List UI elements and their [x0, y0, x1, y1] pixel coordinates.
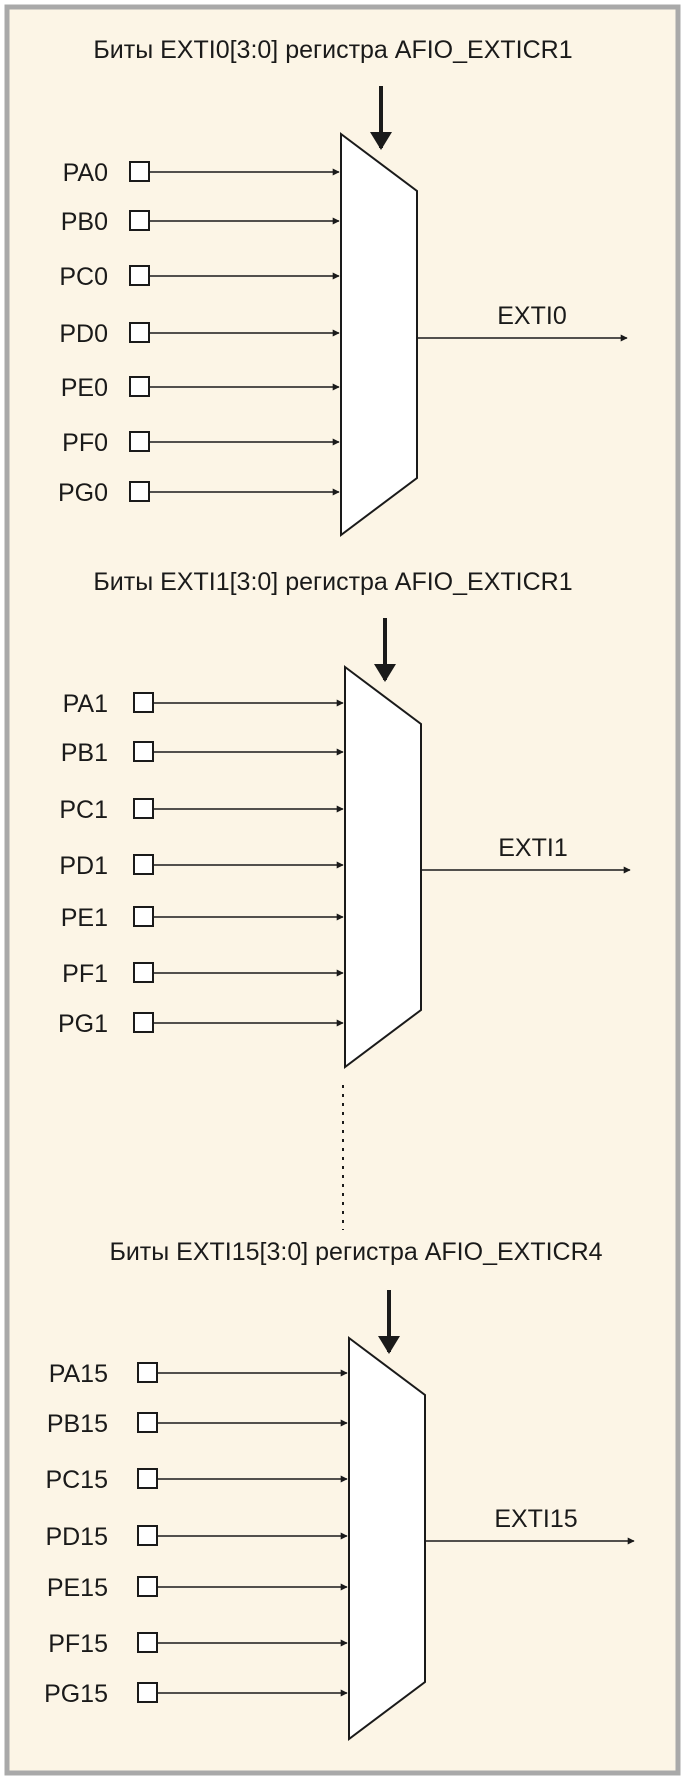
pin-square — [129, 161, 150, 182]
multiplexer — [344, 665, 422, 1069]
pin-square — [129, 481, 150, 502]
input-pb15: PB15 — [47, 1410, 348, 1438]
input-pa1: PA1 — [63, 690, 344, 718]
input-pg1: PG1 — [58, 1010, 344, 1038]
input-pb0: PB0 — [61, 208, 340, 236]
output-label: EXTI15 — [494, 1505, 577, 1533]
pin-square — [137, 1468, 158, 1489]
pin-label: PE0 — [61, 374, 108, 402]
input-pd0: PD0 — [59, 320, 340, 348]
pin-square — [133, 906, 154, 927]
pin-square — [133, 741, 154, 762]
pin-label: PF1 — [62, 960, 108, 988]
pin-label: PA1 — [63, 690, 108, 718]
select-arrowhead — [378, 1336, 400, 1354]
pin-square — [129, 431, 150, 452]
input-pe1: PE1 — [61, 904, 344, 932]
block-title: Биты EXTI0[3:0] регистра AFIO_EXTICR1 — [93, 36, 572, 64]
input-pc1: PC1 — [59, 796, 344, 824]
block-title: Биты EXTI1[3:0] регистра AFIO_EXTICR1 — [93, 568, 572, 596]
input-pc0: PC0 — [59, 263, 340, 291]
pin-label: PA15 — [49, 1360, 108, 1388]
multiplexer — [348, 1336, 426, 1741]
pin-label: PF0 — [62, 429, 108, 457]
pin-square — [129, 322, 150, 343]
pin-label: PF15 — [48, 1630, 108, 1658]
input-pf1: PF1 — [62, 960, 344, 988]
input-pd15: PD15 — [45, 1523, 348, 1551]
pin-label: PE1 — [61, 904, 108, 932]
pin-label: PE15 — [47, 1574, 108, 1602]
pin-square — [129, 210, 150, 231]
input-pb1: PB1 — [61, 739, 344, 767]
pin-square — [129, 265, 150, 286]
pin-label: PC0 — [59, 263, 108, 291]
pin-square — [133, 798, 154, 819]
input-pe15: PE15 — [47, 1574, 348, 1602]
pin-label: PD1 — [59, 852, 108, 880]
pin-label: PG15 — [44, 1680, 108, 1708]
select-arrowhead — [374, 664, 396, 682]
pin-square — [137, 1682, 158, 1703]
pin-label: PD15 — [45, 1523, 108, 1551]
mux-block-2: Биты EXTI15[3:0] регистра AFIO_EXTICR4PA… — [44, 1238, 635, 1741]
pin-square — [137, 1576, 158, 1597]
pin-label: PG1 — [58, 1010, 108, 1038]
multiplexer — [340, 132, 418, 537]
pin-label: PG0 — [58, 479, 108, 507]
pin-label: PC1 — [59, 796, 108, 824]
mux-blocks: Биты EXTI0[3:0] регистра AFIO_EXTICR1PA0… — [44, 36, 635, 1741]
input-pg15: PG15 — [44, 1680, 348, 1708]
mux-block-1: Биты EXTI1[3:0] регистра AFIO_EXTICR1PA1… — [58, 568, 631, 1069]
pin-square — [137, 1632, 158, 1653]
pin-square — [137, 1412, 158, 1433]
pin-label: PB0 — [61, 208, 108, 236]
pin-square — [133, 854, 154, 875]
input-pg0: PG0 — [58, 479, 340, 507]
pin-square — [129, 376, 150, 397]
pin-square — [133, 692, 154, 713]
block-title: Биты EXTI15[3:0] регистра AFIO_EXTICR4 — [109, 1238, 602, 1266]
input-pa0: PA0 — [63, 159, 340, 187]
input-pf0: PF0 — [62, 429, 340, 457]
mux-block-0: Биты EXTI0[3:0] регистра AFIO_EXTICR1PA0… — [58, 36, 628, 537]
input-pf15: PF15 — [48, 1630, 348, 1658]
input-pa15: PA15 — [49, 1360, 348, 1388]
pin-label: PA0 — [63, 159, 108, 187]
output-label: EXTI0 — [497, 302, 566, 330]
pin-square — [137, 1525, 158, 1546]
pin-label: PB15 — [47, 1410, 108, 1438]
pin-label: PB1 — [61, 739, 108, 767]
pin-square — [133, 962, 154, 983]
output-label: EXTI1 — [498, 834, 567, 862]
pin-label: PD0 — [59, 320, 108, 348]
pin-square — [137, 1362, 158, 1383]
input-pe0: PE0 — [61, 374, 340, 402]
pin-label: PC15 — [45, 1466, 108, 1494]
pin-square — [133, 1012, 154, 1033]
input-pc15: PC15 — [45, 1466, 348, 1494]
select-arrowhead — [370, 132, 392, 150]
input-pd1: PD1 — [59, 852, 344, 880]
